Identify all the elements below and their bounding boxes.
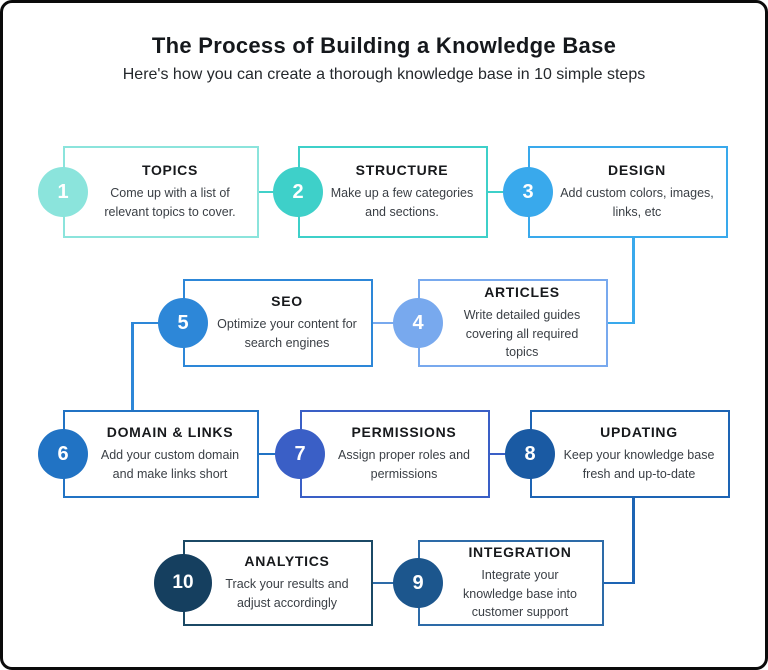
- step-title: ANALYTICS: [244, 553, 330, 570]
- connector-step2-step3: [488, 190, 505, 194]
- step-title: PERMISSIONS: [351, 424, 457, 441]
- step-number-badge: 1: [38, 167, 88, 217]
- page-title: The Process of Building a Knowledge Base: [151, 33, 617, 58]
- step-title: DESIGN: [608, 162, 666, 179]
- step-number-badge: 3: [503, 167, 553, 217]
- connector-step5-step6-vertical: [131, 321, 134, 411]
- step-number-badge: 8: [505, 429, 555, 479]
- step-number: 4: [412, 311, 424, 334]
- connector-step1-step2: [259, 190, 275, 194]
- connector-step7-step8: [490, 452, 519, 456]
- step-number-badge: 9: [393, 558, 443, 608]
- step-description: Come up with a list of relevant topics t…: [104, 186, 236, 219]
- step-box-design: 3 DESIGN Add custom colors, images, link…: [503, 146, 728, 238]
- connector-step6-step7: [259, 452, 278, 456]
- step-description: Make up a few categories and sections.: [330, 186, 474, 219]
- step-title: TOPICS: [141, 162, 199, 179]
- step-number-badge: 6: [38, 429, 88, 479]
- step-description: Integrate your knowledge base into custo…: [463, 567, 577, 620]
- step-description: Optimize your content for search engines: [217, 317, 357, 350]
- step-box-articles: 4 ARTICLES Write detailed guides coverin…: [393, 279, 608, 367]
- step-number-badge: 2: [273, 167, 323, 217]
- step-box-seo: 5 SEO Optimize your content for search e…: [158, 279, 373, 367]
- step-number: 1: [57, 180, 69, 203]
- step-box-permissions: 7 PERMISSIONS Assign proper roles and pe…: [275, 410, 490, 498]
- connector-step3-step4-horizontal: [608, 321, 634, 325]
- step-description: Write detailed guides covering all requi…: [463, 307, 581, 360]
- step-title: SEO: [271, 293, 303, 310]
- page-subtitle: Here's how you can create a thorough kno…: [122, 66, 646, 83]
- step-box-updating: 8 UPDATING Keep your knowledge base fres…: [505, 410, 730, 498]
- connector-step3-step4-vertical: [632, 238, 635, 324]
- step-title: STRUCTURE: [355, 162, 449, 179]
- step-number: 10: [172, 572, 194, 593]
- connector-step9-step10: [373, 581, 394, 585]
- step-title: ARTICLES: [484, 283, 560, 300]
- connector-step5-step6-horizontal: [131, 321, 161, 325]
- step-description: Track your results and adjust accordingl…: [225, 577, 349, 610]
- step-number: 3: [522, 180, 534, 203]
- step-number: 5: [177, 311, 189, 334]
- step-description: Add your custom domain and make links sh…: [100, 448, 240, 481]
- connector-step8-step9-vertical: [632, 498, 635, 584]
- step-description: Keep your knowledge base fresh and up-to…: [563, 448, 715, 481]
- step-number: 7: [294, 442, 306, 465]
- step-number: 6: [57, 442, 69, 465]
- step-box-domain-links: 6 DOMAIN & LINKS Add your custom domain …: [38, 410, 259, 498]
- step-number-badge: 5: [158, 298, 208, 348]
- step-number: 8: [524, 442, 536, 465]
- step-box-integration: 9 INTEGRATION Integrate your knowledge b…: [393, 540, 604, 626]
- step-title: UPDATING: [600, 424, 678, 441]
- step-number-badge: 10: [154, 554, 212, 612]
- step-title: INTEGRATION: [468, 543, 572, 560]
- step-description: Assign proper roles and permissions: [337, 448, 471, 481]
- step-box-topics: 1 TOPICS Come up with a list of relevant…: [38, 146, 259, 238]
- step-title: DOMAIN & LINKS: [106, 424, 234, 441]
- step-box-structure: 2 STRUCTURE Make up a few categories and…: [273, 146, 488, 238]
- step-number-badge: 7: [275, 429, 325, 479]
- step-description: Add custom colors, images, links, etc: [560, 186, 714, 219]
- connector-step4-step5: [373, 321, 394, 325]
- step-box-analytics: 10 ANALYTICS Track your results and adju…: [154, 540, 373, 626]
- connector-step8-step9-horizontal: [604, 581, 635, 585]
- step-number-badge: 4: [393, 298, 443, 348]
- step-number: 2: [292, 180, 304, 203]
- step-number: 9: [412, 571, 424, 594]
